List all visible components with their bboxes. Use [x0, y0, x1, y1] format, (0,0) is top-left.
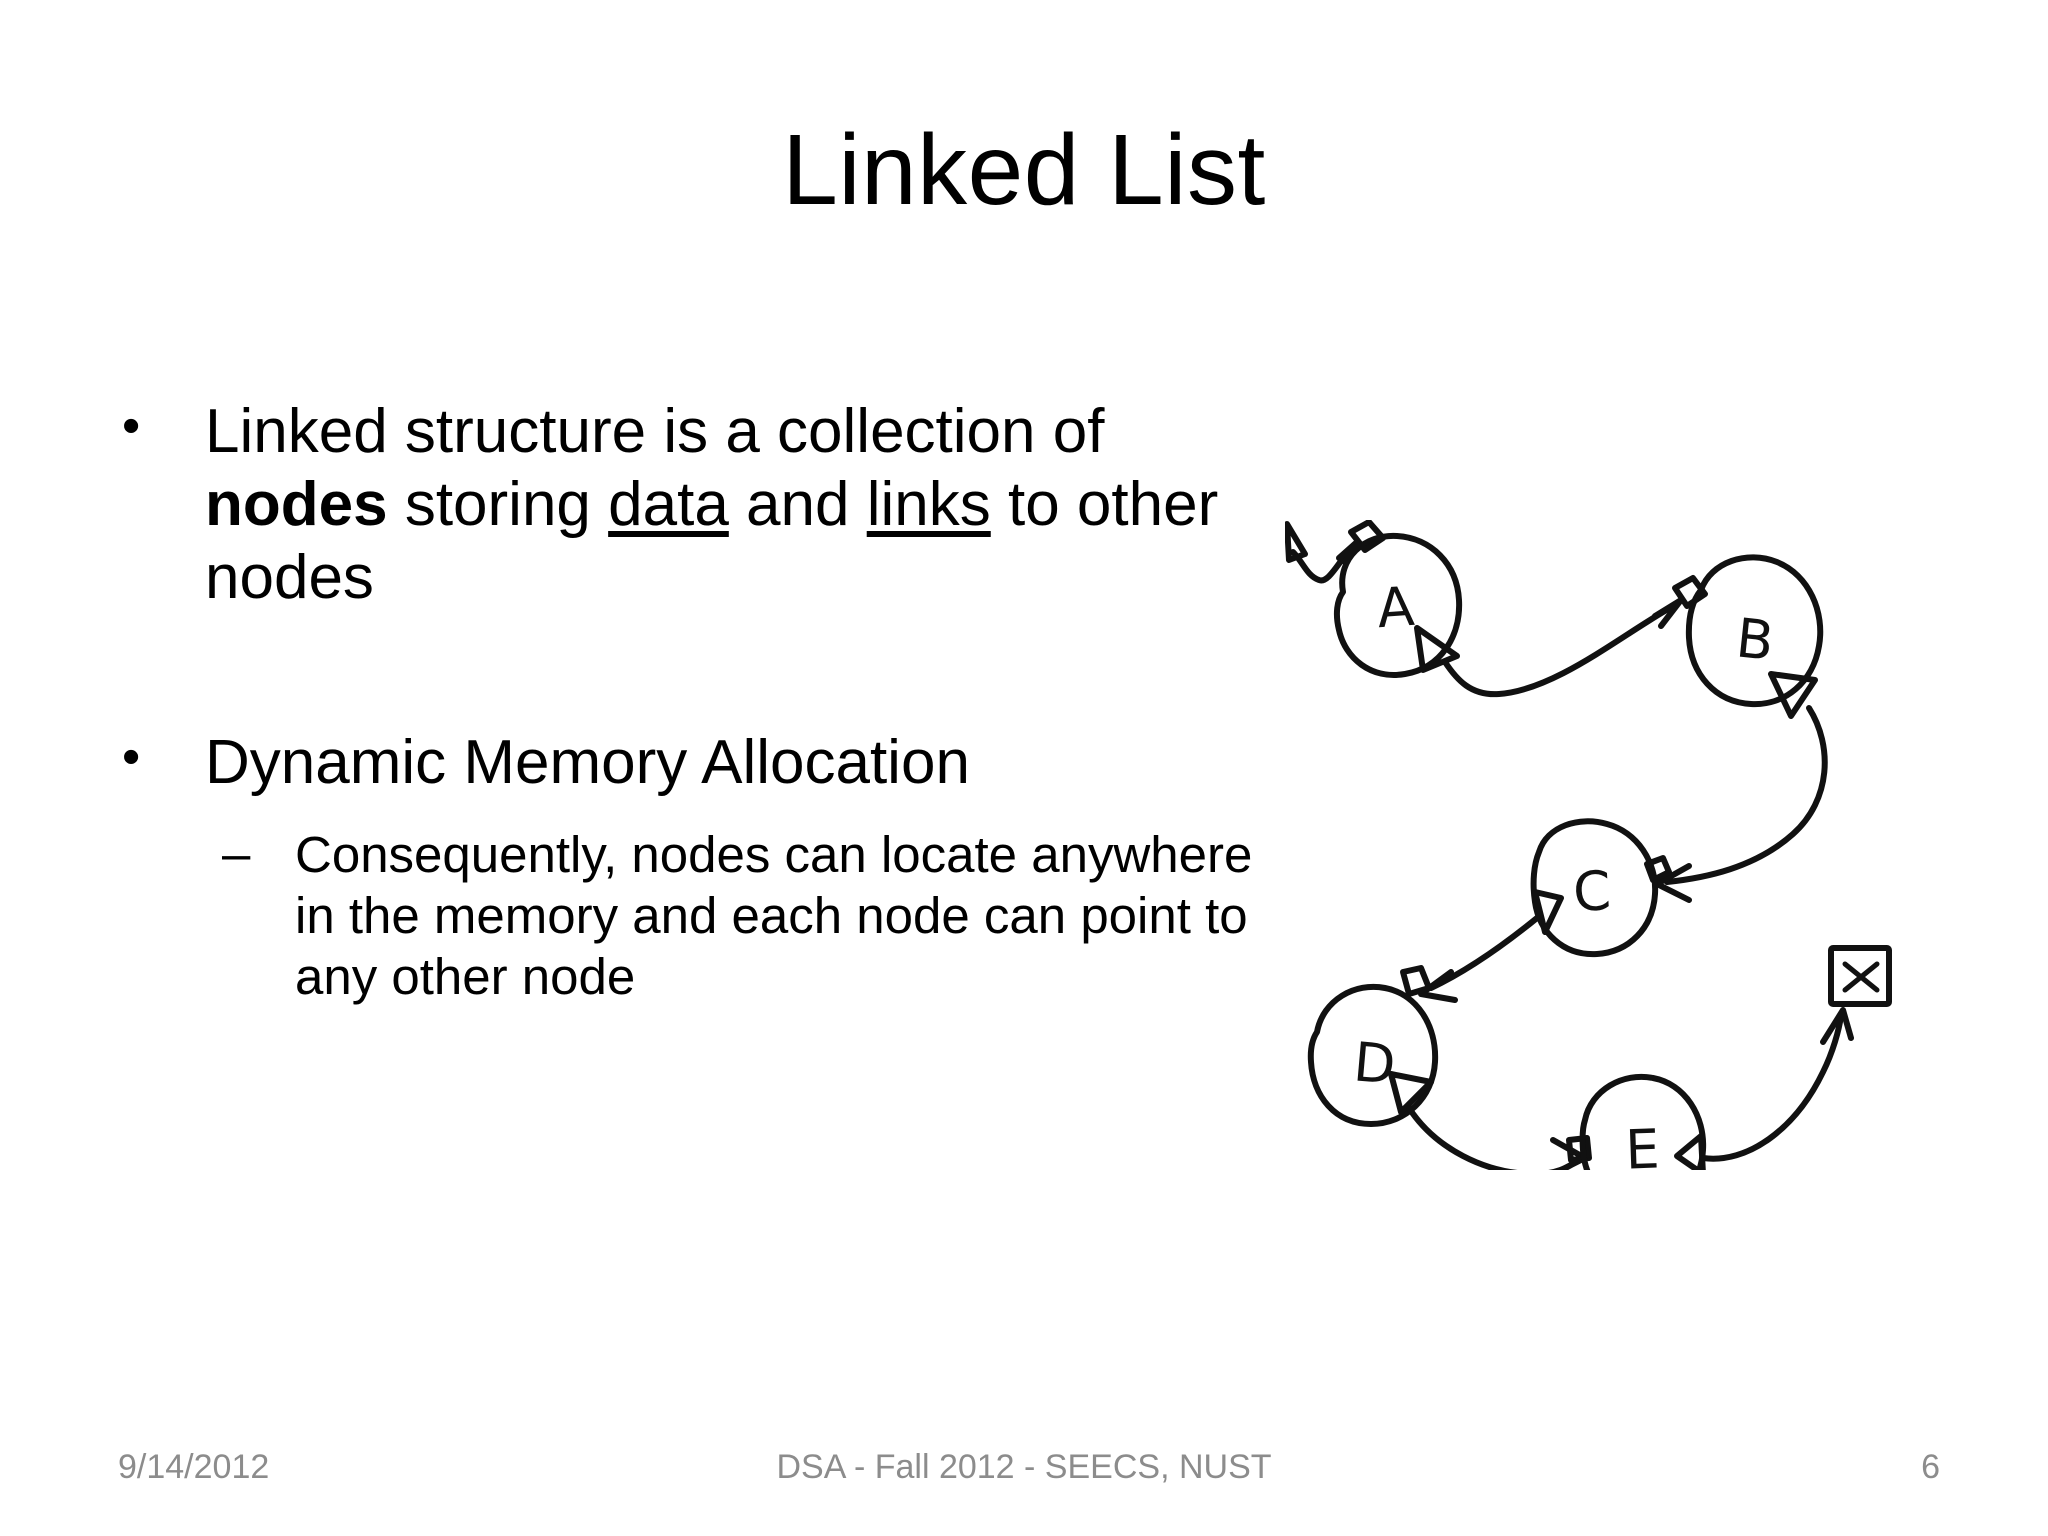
- edge-E-to-terminator: [1700, 1013, 1844, 1162]
- node-E-circle: [1579, 1073, 1707, 1170]
- edge-head-to-A-arrowhead: [1336, 539, 1360, 565]
- segment-text: to other nodes: [205, 470, 1219, 613]
- node-E-outgoing-arrowhead: [1674, 1133, 1706, 1170]
- bullet-item-dynamic-memory-allocation: • Dynamic Memory Allocation: [110, 726, 1290, 799]
- node-label-E: E: [1624, 1117, 1660, 1170]
- edge-E-to-terminator-arrowhead: [1820, 1007, 1854, 1045]
- node-label-C: C: [1572, 859, 1613, 924]
- node-D-circle: [1307, 983, 1439, 1127]
- node-A-incoming-arrowhead: [1414, 625, 1460, 673]
- segment-underline-data: data: [608, 470, 729, 540]
- bullet-text-linked-structure: Linked structure is a collection of node…: [205, 397, 1218, 612]
- node-label-D: D: [1351, 1030, 1398, 1096]
- terminator-null-box: [1828, 945, 1892, 1007]
- segment-text: and: [728, 470, 867, 540]
- bullet-text-dynamic-memory-allocation: Dynamic Memory Allocation: [205, 728, 970, 798]
- edge-B-to-C-arrowhead: [1654, 863, 1692, 903]
- footer-course-label: DSA - Fall 2012 - SEECS, NUST: [776, 1448, 1272, 1486]
- edge-B-to-C: [1664, 705, 1828, 885]
- node-labels-group: A B C D E: [1351, 575, 1776, 1170]
- bullet-marker-dot: •: [122, 728, 141, 787]
- linked-list-sketch-diagram: A B C D E: [1285, 520, 1975, 1170]
- terminator-x-icon: [1842, 961, 1880, 993]
- bullet-spacer: [110, 614, 1290, 726]
- sub-bullet-text-consequently: Consequently, nodes can locate anywhere …: [295, 825, 1253, 1005]
- footer-date: 9/14/2012: [118, 1448, 270, 1486]
- bullet-marker-dash: –: [222, 824, 251, 882]
- node-label-A: A: [1375, 575, 1416, 640]
- node-C-pointer-box: [1644, 855, 1672, 883]
- sub-bullet-item-consequently: – Consequently, nodes can locate anywher…: [110, 824, 1290, 1008]
- slide-body: • Linked structure is a collection of no…: [110, 395, 1290, 1007]
- segment-text: storing: [387, 470, 609, 540]
- head-triangle-marker: [1285, 521, 1308, 563]
- edge-C-to-D: [1428, 915, 1540, 991]
- bullet-marker-dot: •: [122, 397, 141, 455]
- page-title: Linked List: [782, 114, 1266, 226]
- linked-list-sketch-svg: A B C D E: [1285, 520, 1892, 1170]
- edge-head-to-A: [1290, 541, 1358, 584]
- node-A-pointer-box: [1348, 520, 1386, 553]
- node-label-B: B: [1733, 606, 1776, 673]
- bullet-item-linked-structure: • Linked structure is a collection of no…: [110, 395, 1290, 614]
- node-D-outgoing-arrowhead: [1388, 1071, 1434, 1115]
- bullet-spacer: [110, 800, 1290, 824]
- footer-page-number: 6: [1921, 1448, 1940, 1486]
- segment-bold-nodes: nodes: [205, 470, 388, 540]
- segment-underline-links: links: [866, 470, 991, 540]
- node-B-circle: [1685, 554, 1824, 708]
- node-D-pointer-box: [1400, 965, 1432, 997]
- node-B-outgoing-arrowhead: [1768, 671, 1818, 719]
- edge-B-to-A-arrowhead-at-B: [1652, 597, 1684, 629]
- node-C-outgoing-arrowhead: [1532, 889, 1564, 935]
- edge-B-to-A: [1442, 601, 1680, 698]
- segment-text: Linked structure is a collection of: [205, 397, 1105, 466]
